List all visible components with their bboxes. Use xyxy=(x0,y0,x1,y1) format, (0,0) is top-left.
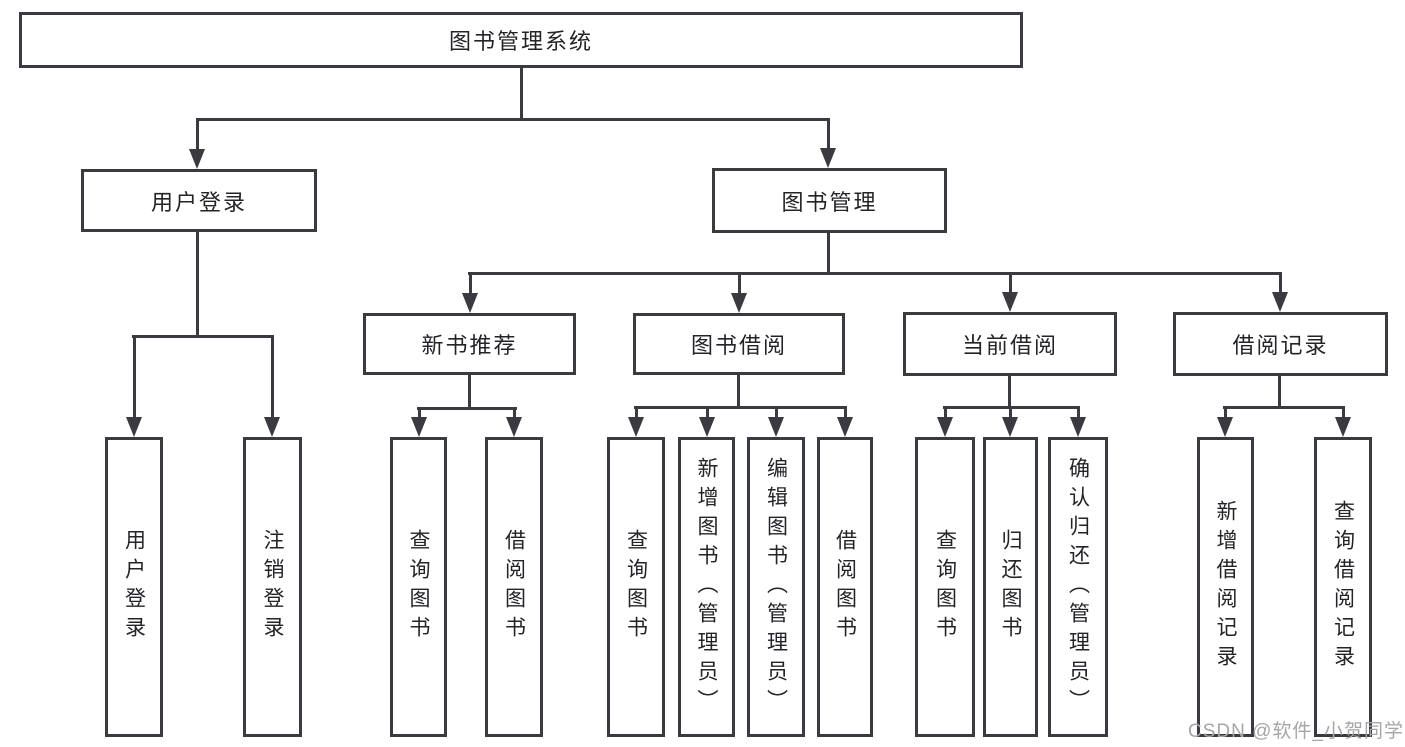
connector-current-rail xyxy=(943,406,1080,409)
node-new-book-recommend: 新书推荐 xyxy=(363,313,576,375)
connector-records-stem xyxy=(1278,376,1281,409)
node-borrowing-records: 借阅记录 xyxy=(1173,312,1388,376)
leaf-bb-add-book-admin-label: 新增图书（管理员） xyxy=(695,456,718,718)
leaf-br-add-record: 新增借阅记录 xyxy=(1197,437,1254,737)
connector-arrow-bb-borrow xyxy=(837,406,853,437)
connector-arrow-bb-edit xyxy=(768,406,784,437)
connector-arrow-br-add xyxy=(1217,406,1233,437)
connector-current-stem xyxy=(1008,376,1011,409)
watermark: CSDN @软件_小贺同学 xyxy=(1188,721,1404,742)
leaf-cb-return-book-label: 归还图书 xyxy=(999,529,1022,645)
connector-arrow-cb-confirm xyxy=(1070,406,1086,437)
connector-arrow-bb-add xyxy=(699,406,715,437)
leaf-logout-label: 注销登录 xyxy=(261,529,284,645)
connector-arrow-nb-borrow xyxy=(506,407,522,437)
connector-arrow-borrowing-records xyxy=(1272,272,1288,312)
node-book-borrowing: 图书借阅 xyxy=(633,313,845,375)
leaf-bb-borrow-books-label: 借阅图书 xyxy=(833,529,857,645)
connector-arrow-bb-query xyxy=(628,406,644,437)
leaf-nb-query-books-label: 查询图书 xyxy=(407,529,430,645)
connector-arrow-cb-return xyxy=(1002,406,1018,437)
connector-arrow-leaf-user-login xyxy=(126,335,142,437)
connector-arrow-book-borrowing xyxy=(731,272,747,313)
connector-new-book-stem xyxy=(468,375,471,410)
connector-arrow-user-login xyxy=(189,118,205,169)
leaf-bb-query-books-label: 查询图书 xyxy=(624,529,648,645)
leaf-cb-query-books-label: 查询图书 xyxy=(933,529,957,645)
leaf-cb-confirm-return-admin: 确认归还（管理员） xyxy=(1048,437,1108,737)
leaf-nb-borrow-books: 借阅图书 xyxy=(485,437,543,737)
connector-user-login-stem xyxy=(196,232,199,338)
connector-arrow-br-query xyxy=(1335,406,1351,437)
connector-records-rail xyxy=(1223,406,1345,409)
node-book-management: 图书管理 xyxy=(712,168,947,233)
leaf-bb-borrow-books: 借阅图书 xyxy=(817,437,873,737)
node-library-management-system: 图书管理系统 xyxy=(19,12,1023,68)
leaf-user-login: 用户登录 xyxy=(105,437,163,737)
node-current-borrowing: 当前借阅 xyxy=(903,312,1117,376)
leaf-cb-query-books: 查询图书 xyxy=(915,437,975,737)
connector-new-book-rail xyxy=(417,407,517,410)
leaf-bb-edit-book-admin-label: 编辑图书（管理员） xyxy=(764,456,788,718)
leaf-cb-confirm-return-admin-label: 确认归还（管理员） xyxy=(1066,456,1090,718)
connector-borrowing-rail xyxy=(634,406,847,409)
leaf-nb-query-books: 查询图书 xyxy=(390,437,447,737)
leaf-br-query-record: 查询借阅记录 xyxy=(1314,437,1372,737)
connector-root-rail xyxy=(196,118,830,121)
connector-arrow-nb-query xyxy=(411,407,427,437)
connector-arrow-book-management xyxy=(820,118,836,168)
connector-arrow-cb-query xyxy=(937,406,953,437)
connector-arrow-new-book-recommend xyxy=(462,272,478,313)
connector-arrow-leaf-logout xyxy=(264,335,280,437)
connector-book-management-rail xyxy=(468,272,1281,275)
connector-user-login-rail xyxy=(132,335,274,338)
node-user-login: 用户登录 xyxy=(81,169,317,232)
leaf-nb-borrow-books-label: 借阅图书 xyxy=(502,529,526,645)
connector-borrowing-stem xyxy=(737,375,740,409)
leaf-cb-return-book: 归还图书 xyxy=(983,437,1038,737)
connector-root-stem xyxy=(520,68,523,119)
leaf-logout: 注销登录 xyxy=(243,437,302,737)
connector-arrow-current-borrowing xyxy=(1002,272,1018,312)
leaf-br-add-record-label: 新增借阅记录 xyxy=(1214,500,1237,674)
leaf-br-query-record-label: 查询借阅记录 xyxy=(1331,500,1355,674)
leaf-user-login-label: 用户登录 xyxy=(122,529,146,645)
leaf-bb-query-books: 查询图书 xyxy=(607,437,665,737)
connector-book-management-stem xyxy=(827,233,830,275)
leaf-bb-add-book-admin: 新增图书（管理员） xyxy=(678,437,735,737)
leaf-bb-edit-book-admin: 编辑图书（管理员） xyxy=(747,437,805,737)
